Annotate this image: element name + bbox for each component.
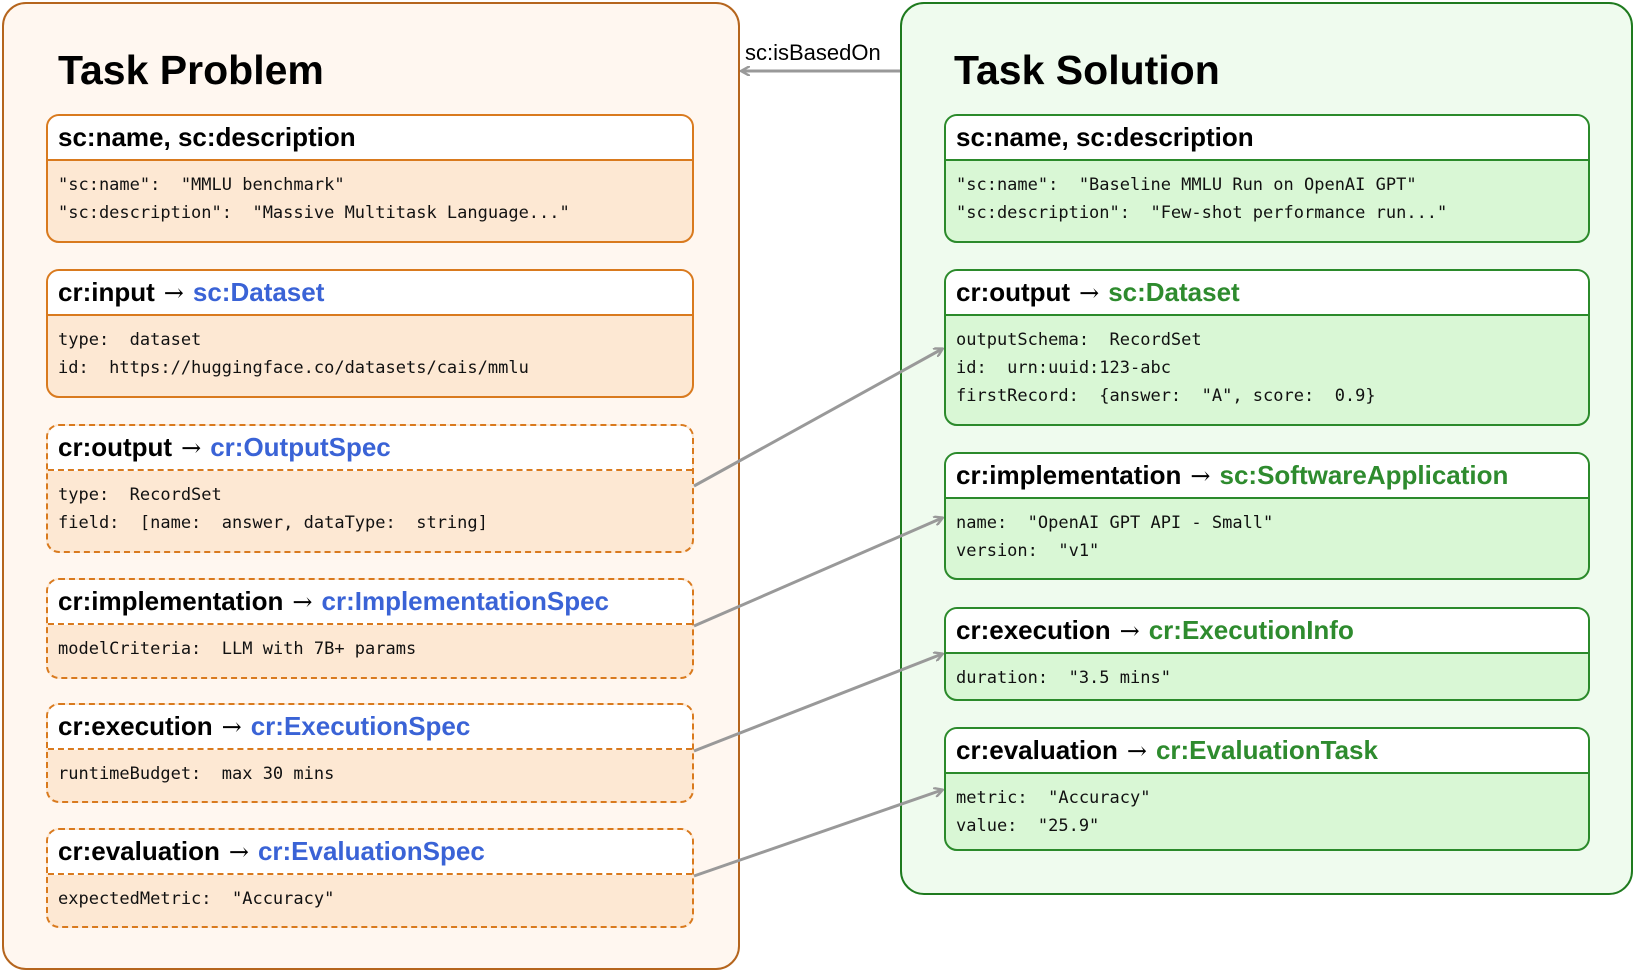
maps-to-arrow: → [181,433,202,462]
property-name: cr:execution [58,711,213,741]
card-line: name: "OpenAI GPT API - Small" [956,513,1274,533]
evaluation-connector [693,790,942,878]
property-name: cr:evaluation [956,735,1118,765]
maps-to-arrow: → [221,712,242,741]
card-header: cr:execution → cr:ExecutionInfo [946,609,1588,654]
maps-to-arrow: → [1126,736,1147,765]
card-body: outputSchema: RecordSet id: urn:uuid:123… [946,316,1588,410]
card-body: name: "OpenAI GPT API - Small" version: … [946,499,1588,565]
card-header: cr:evaluation → cr:EvaluationTask [946,729,1588,774]
card-header: sc:name, sc:description [946,116,1588,161]
card-line: firstRecord: {answer: "A", score: 0.9} [956,386,1376,406]
maps-to-arrow: → [1079,278,1100,307]
execution-connector [693,654,942,753]
property-name: cr:execution [956,615,1111,645]
range-type: cr:EvaluationSpec [257,836,485,866]
card-header: cr:input → sc:Dataset [48,271,692,316]
solution-card-evaluation: cr:evaluation → cr:EvaluationTask metric… [944,727,1590,851]
solution-card-output: cr:output → sc:Dataset outputSchema: Rec… [944,269,1590,426]
card-line: duration: "3.5 mins" [956,668,1171,688]
range-type: cr:ExecutionSpec [250,711,471,741]
property-name: cr:output [956,277,1071,307]
card-line: runtimeBudget: max 30 mins [58,764,335,784]
card-line: id: https://huggingface.co/datasets/cais… [58,358,529,378]
property-name: cr:output [58,432,173,462]
property-name: cr:evaluation [58,836,220,866]
maps-to-arrow: → [292,587,313,616]
range-type: sc:Dataset [192,277,325,307]
output-connector [693,349,942,488]
card-line: type: dataset [58,330,202,350]
card-header: cr:output → sc:Dataset [946,271,1588,316]
maps-to-arrow: → [1190,461,1211,490]
card-line: field: [name: answer, dataType: string] [58,513,488,533]
implementation-connector [693,518,942,628]
card-line: "sc:name": "MMLU benchmark" [58,175,345,195]
problem-card-evaluation: cr:evaluation → cr:EvaluationSpec expect… [46,828,694,928]
card-body: expectedMetric: "Accuracy" [48,875,692,913]
card-body: runtimeBudget: max 30 mins [48,750,692,788]
card-line: expectedMetric: "Accuracy" [58,889,335,909]
range-type: cr:ImplementationSpec [321,586,609,616]
property-name: sc:name, sc:description [956,122,1254,152]
card-body: type: RecordSet field: [name: answer, da… [48,471,692,537]
card-line: outputSchema: RecordSet [956,330,1202,350]
card-header: sc:name, sc:description [48,116,692,161]
solution-card-name-description: sc:name, sc:description "sc:name": "Base… [944,114,1590,243]
problem-card-execution: cr:execution → cr:ExecutionSpec runtimeB… [46,703,694,803]
card-line: metric: "Accuracy" [956,788,1151,808]
maps-to-arrow: → [163,278,184,307]
range-type: cr:ExecutionInfo [1148,615,1354,645]
card-header: cr:output → cr:OutputSpec [48,426,692,471]
maps-to-arrow: → [1119,616,1140,645]
problem-card-output: cr:output → cr:OutputSpec type: RecordSe… [46,424,694,553]
card-header: cr:implementation → cr:ImplementationSpe… [48,580,692,625]
card-body: "sc:name": "MMLU benchmark" "sc:descript… [48,161,692,227]
property-name: cr:implementation [956,460,1182,490]
solution-card-implementation: cr:implementation → sc:SoftwareApplicati… [944,452,1590,580]
task-problem-title: Task Problem [58,47,324,93]
card-line: type: RecordSet [58,485,222,505]
task-solution-title: Task Solution [954,47,1220,93]
card-header: cr:evaluation → cr:EvaluationSpec [48,830,692,875]
card-header: cr:implementation → sc:SoftwareApplicati… [946,454,1588,499]
card-line: version: "v1" [956,541,1100,561]
card-line: "sc:name": "Baseline MMLU Run on OpenAI … [956,175,1417,195]
card-line: "sc:description": "Massive Multitask Lan… [58,203,570,223]
card-line: value: "25.9" [956,816,1100,836]
property-name: cr:input [58,277,155,307]
card-body: "sc:name": "Baseline MMLU Run on OpenAI … [946,161,1588,227]
range-type: cr:OutputSpec [210,432,391,462]
range-type: cr:EvaluationTask [1155,735,1378,765]
property-name: sc:name, sc:description [58,122,356,152]
card-body: type: dataset id: https://huggingface.co… [48,316,692,382]
card-body: duration: "3.5 mins" [946,654,1588,692]
problem-card-input: cr:input → sc:Dataset type: dataset id: … [46,269,694,398]
card-body: metric: "Accuracy" value: "25.9" [946,774,1588,840]
range-type: sc:Dataset [1108,277,1240,307]
property-name: cr:implementation [58,586,284,616]
card-line: modelCriteria: LLM with 7B+ params [58,639,417,659]
card-body: modelCriteria: LLM with 7B+ params [48,625,692,663]
card-line: "sc:description": "Few-shot performance … [956,203,1448,223]
solution-card-execution: cr:execution → cr:ExecutionInfo duration… [944,607,1590,701]
card-line: id: urn:uuid:123-abc [956,358,1171,378]
range-type: sc:SoftwareApplication [1219,460,1509,490]
maps-to-arrow: → [228,837,249,866]
card-header: cr:execution → cr:ExecutionSpec [48,705,692,750]
problem-card-implementation: cr:implementation → cr:ImplementationSpe… [46,578,694,679]
problem-card-name-description: sc:name, sc:description "sc:name": "MMLU… [46,114,694,243]
is-based-on-label: sc:isBasedOn [745,40,881,65]
